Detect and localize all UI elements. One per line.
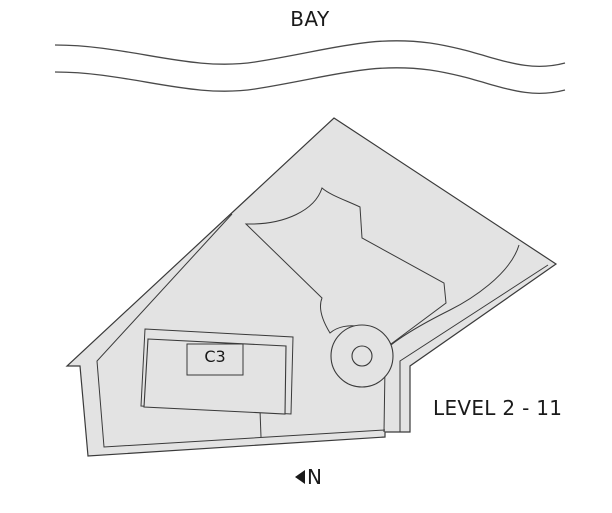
bay-label: BAY <box>290 7 330 31</box>
north-indicator: N <box>295 465 322 489</box>
north-label: N <box>307 465 322 489</box>
unit-label: C3 <box>204 347 226 366</box>
east-curve-line <box>384 244 520 351</box>
unit-outer-frame <box>140 328 294 415</box>
triangle-left-icon <box>295 470 305 484</box>
inner-setback-line <box>96 213 386 448</box>
east-setback-line <box>399 264 549 432</box>
roundabout-inner <box>351 345 373 367</box>
access-road-line <box>383 366 386 433</box>
bay-wave-lower <box>54 67 566 94</box>
bay-wave-upper <box>54 40 566 67</box>
building-footprint <box>244 187 447 345</box>
level-label: LEVEL 2 - 11 <box>433 396 563 420</box>
lot-divider-line <box>259 409 262 438</box>
unit-c3-tag <box>186 343 244 376</box>
